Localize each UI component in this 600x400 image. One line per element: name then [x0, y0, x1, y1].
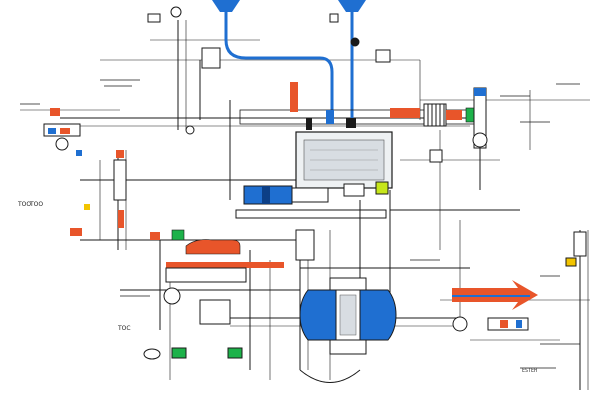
- left-tag-label: TOO: [17, 201, 31, 208]
- left-tag-label-2: TOO: [29, 201, 43, 208]
- flow-arrow-hot: [452, 280, 538, 310]
- hot-stub: [390, 108, 420, 118]
- right-instruments: [429, 149, 587, 332]
- blue-tank-unit: [243, 181, 389, 205]
- water-supply-lines: [224, 8, 354, 118]
- bottom-left-tag-label: TOC: [117, 325, 131, 332]
- bottom-components: [143, 287, 361, 383]
- inlet-funnel-right-icon: [338, 0, 366, 12]
- hot-manifold-left: [165, 229, 284, 283]
- hot-riser: [290, 82, 298, 112]
- inlet-funnel-left-icon: [212, 0, 240, 12]
- right-bottom-tag-label: ESTEH: [522, 368, 537, 374]
- main-pump-casing: [295, 229, 397, 355]
- water-inlet-funnels: [212, 0, 366, 12]
- filter-block: [423, 103, 485, 127]
- detail-marks: [20, 79, 580, 369]
- indicator-lime: [375, 181, 389, 195]
- left-heater-columns: [70, 150, 160, 240]
- right-gauge-column: [472, 87, 488, 149]
- left-valve-assembly: [43, 108, 82, 156]
- central-process-vessel: [295, 131, 393, 189]
- top-instruments: [147, 6, 391, 135]
